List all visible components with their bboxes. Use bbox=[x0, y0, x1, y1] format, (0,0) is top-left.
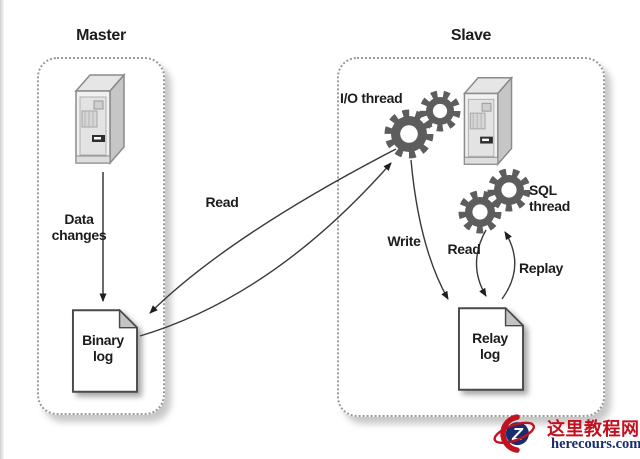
replay-label: Replay bbox=[518, 260, 564, 276]
read-label: Read bbox=[205, 194, 239, 210]
relay-log-document-icon bbox=[458, 307, 524, 391]
sql-thread-label: SQL thread bbox=[529, 182, 570, 214]
binary-log-line2: log bbox=[92, 347, 114, 364]
master-server-icon bbox=[74, 73, 126, 165]
data-changes-line1: Data bbox=[64, 211, 94, 227]
slave-server-icon bbox=[462, 75, 514, 167]
sql-read-label: Read bbox=[447, 241, 481, 257]
binary-log-label: Binary log bbox=[72, 332, 134, 364]
watermark-logo-icon: Z bbox=[493, 414, 536, 453]
io-thread-label: I/O thread bbox=[340, 90, 403, 106]
write-label: Write bbox=[387, 233, 421, 249]
relay-log-label: Relay log bbox=[458, 330, 522, 362]
master-title: Master bbox=[76, 27, 126, 44]
binary-log-document-icon bbox=[72, 309, 138, 393]
scan-edge-artifact bbox=[0, 0, 4, 459]
watermark: Z 这里教程网 herecours.com bbox=[488, 409, 640, 459]
relay-log-line2: log bbox=[479, 345, 501, 362]
relay-log-line1: Relay bbox=[472, 330, 508, 346]
data-changes-line2: changes bbox=[51, 226, 107, 243]
data-changes-label: Data changes bbox=[48, 211, 110, 243]
slave-title: Slave bbox=[450, 27, 492, 44]
watermark-site-url: herecours.com bbox=[551, 436, 640, 452]
binary-log-line1: Binary bbox=[82, 332, 124, 348]
watermark-site-name: 这里教程网 bbox=[547, 419, 640, 439]
